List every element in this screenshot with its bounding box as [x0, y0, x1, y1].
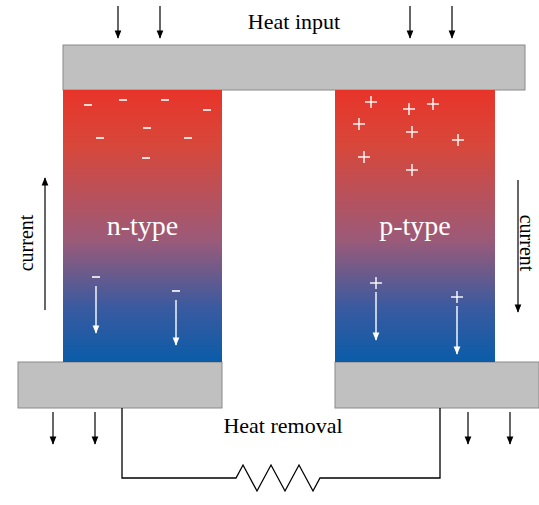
hole-symbol-stroke [411, 164, 412, 176]
hole-symbol [452, 134, 464, 146]
hole-symbol [358, 151, 370, 163]
heat-input-arrows [118, 6, 452, 38]
electron-symbol [84, 104, 92, 106]
hole-symbol [403, 103, 415, 115]
hole-symbol-stroke [363, 151, 364, 163]
cold-plate-right [335, 362, 539, 408]
electron-symbol [92, 276, 100, 278]
current-arrow-up [44, 178, 45, 310]
hole-symbol-stroke [456, 291, 457, 303]
carrier-drift-arrow [175, 300, 176, 345]
hole-symbol-stroke [403, 108, 415, 109]
hole-symbol-stroke [370, 282, 382, 283]
hole-symbol-stroke [358, 156, 370, 157]
electron-symbol [142, 157, 150, 159]
hole-symbol-stroke [365, 101, 377, 102]
heat-input-label: Heat input [248, 11, 340, 33]
current-label: current [517, 215, 537, 272]
electron-symbol [119, 99, 127, 101]
n-type-leg: n-type [63, 90, 222, 362]
hole-symbol-stroke [452, 139, 464, 140]
hole-symbol-stroke [406, 169, 418, 170]
carrier-drift-arrow [456, 306, 457, 354]
hole-symbol [406, 164, 418, 176]
electron-symbol [96, 137, 104, 139]
hole-symbol [451, 291, 463, 303]
hole-symbol-stroke [432, 98, 433, 110]
hole-symbol-stroke [408, 103, 409, 115]
hole-symbol [406, 126, 418, 138]
hole-symbol [370, 277, 382, 289]
p-type-leg: p-type [335, 90, 495, 362]
current-label: current [16, 215, 36, 272]
cold-plate-left [18, 362, 222, 408]
electron-symbol [161, 99, 169, 101]
hole-symbol-stroke [457, 134, 458, 146]
hole-symbol [427, 98, 439, 110]
electron-symbol [143, 127, 151, 129]
hole-symbol-stroke [406, 131, 418, 132]
hole-symbol-stroke [451, 296, 463, 297]
carrier-drift-arrow [95, 286, 96, 333]
load-resistor-circuit [122, 408, 440, 491]
charge-carriers [84, 96, 464, 354]
hole-symbol [353, 118, 365, 130]
hot-plate [63, 45, 525, 90]
electron-symbol [203, 109, 211, 111]
hole-symbol-stroke [411, 126, 412, 138]
material-label: n-type [107, 210, 179, 242]
hole-symbol-stroke [358, 118, 359, 130]
carrier-drift-arrow [375, 292, 376, 340]
material-label: p-type [379, 210, 451, 242]
hole-symbol-stroke [353, 123, 365, 124]
electron-symbol [172, 290, 180, 292]
heat-removal-label: Heat removal [223, 415, 342, 437]
hole-symbol-stroke [375, 277, 376, 289]
hole-symbol-stroke [427, 103, 439, 104]
hole-symbol [365, 96, 377, 108]
hole-symbol-stroke [370, 96, 371, 108]
electron-symbol [184, 137, 192, 139]
